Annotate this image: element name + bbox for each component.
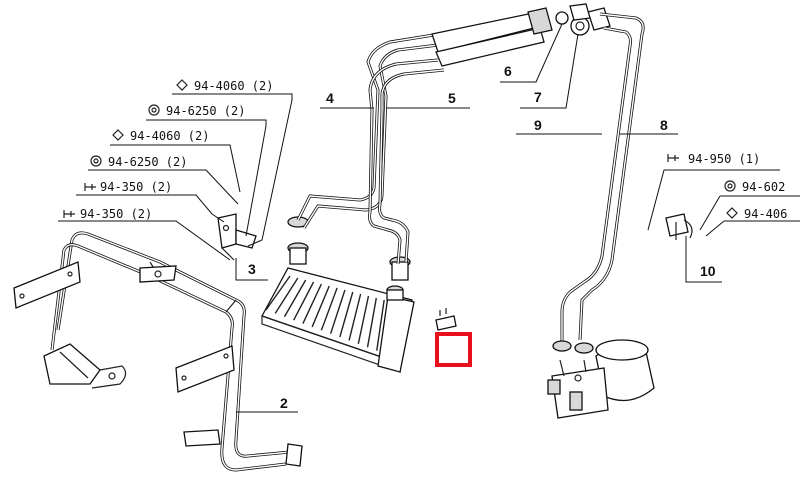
callout-text: 94-4060 (2) — [130, 129, 209, 143]
callout-text: 94-350 (2) — [80, 207, 152, 221]
callout-94-406: 94-406 — [726, 207, 787, 221]
fittings-6-7 — [555, 3, 611, 36]
clamp-10 — [665, 213, 693, 240]
circle-marker-icon — [148, 104, 160, 116]
callout-text: 94-602 — [742, 180, 785, 194]
oil-cooler — [261, 216, 415, 373]
part-number-6: 6 — [504, 63, 512, 79]
cooler-fin — [302, 283, 323, 324]
part-number-2: 2 — [280, 395, 288, 411]
part-numbers: 2 3 4 5 6 7 8 9 10 — [248, 63, 716, 411]
callout-text: 94-4060 (2) — [194, 79, 273, 93]
callout-94-4060-top: 94-4060 (2) — [176, 79, 273, 93]
callout-labels: 94-4060 (2) 94-6250 (2) 94-4060 (2) 94-6… — [63, 79, 787, 221]
callout-text: 94-406 — [744, 207, 787, 221]
cooler-fin — [357, 295, 370, 344]
cooler-fin — [265, 275, 291, 311]
pipe-4-5 — [296, 7, 553, 265]
cooler-fin — [274, 277, 299, 314]
cooler-fin — [348, 293, 362, 341]
oil-filter-housing — [547, 339, 655, 419]
part-number-8: 8 — [660, 117, 668, 133]
callout-94-350-upper: 94-350 (2) — [84, 180, 172, 194]
part-number-9: 9 — [534, 117, 542, 133]
diamond-marker-icon — [112, 129, 124, 141]
cooler-fin — [293, 281, 315, 321]
callout-text: 94-350 (2) — [100, 180, 172, 194]
part-number-5: 5 — [448, 90, 456, 106]
circle-marker-icon — [724, 180, 736, 192]
bolt-marker-icon — [84, 183, 96, 191]
cooler-fin — [329, 289, 346, 334]
bolt-marker-icon — [667, 154, 679, 162]
callout-text: 94-950 (1) — [688, 152, 760, 166]
cooler-fin — [366, 297, 377, 348]
callout-94-602: 94-602 — [724, 180, 785, 194]
cooler-fins — [265, 275, 393, 355]
leader-lines — [58, 23, 800, 413]
cooler-fin — [376, 299, 385, 351]
part-number-7: 7 — [534, 89, 542, 105]
pipe-8-9 — [552, 12, 645, 354]
callout-94-6250-mid: 94-6250 (2) — [90, 155, 187, 169]
callout-94-350-lower: 94-350 (2) — [63, 207, 152, 221]
diamond-marker-icon — [176, 79, 188, 91]
bracket-3 — [217, 213, 263, 261]
part-number-4: 4 — [326, 90, 334, 106]
cooler-fin — [320, 287, 338, 331]
cooler-fin — [311, 285, 330, 328]
cooler-fin — [339, 291, 354, 338]
circle-marker-icon — [90, 155, 102, 167]
diamond-marker-icon — [726, 207, 738, 219]
callout-94-6250-top: 94-6250 (2) — [148, 104, 245, 118]
cooler-bolt — [435, 308, 457, 331]
cooler-fin — [283, 279, 307, 318]
callout-94-950: 94-950 (1) — [667, 152, 760, 166]
part-number-3: 3 — [248, 261, 256, 277]
part-number-10: 10 — [700, 263, 716, 279]
bolt-marker-icon — [63, 210, 75, 218]
callout-text: 94-6250 (2) — [108, 155, 187, 169]
highlight-box — [435, 332, 472, 367]
callout-94-4060-mid: 94-4060 (2) — [112, 129, 209, 143]
callout-text: 94-6250 (2) — [166, 104, 245, 118]
mounting-frame — [13, 231, 303, 472]
